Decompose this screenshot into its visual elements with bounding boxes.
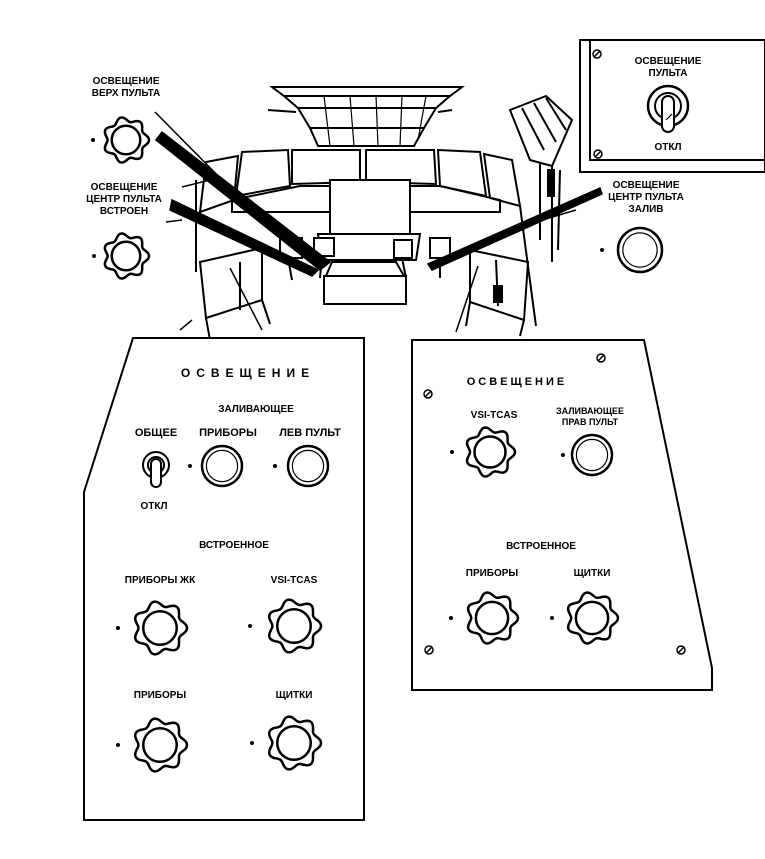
left-off-label: ОТКЛ (140, 501, 167, 512)
glareshield (231, 185, 501, 213)
center-pedestal (323, 275, 407, 305)
indicator-dot (273, 464, 277, 468)
right-vsi-tcas-label: VSI-TCAS (471, 410, 518, 421)
left-builtin-heading: ВСТРОЕННОЕ (199, 540, 269, 551)
left-console-label: ЛЕВ ПУЛЬТ (279, 427, 341, 439)
overhead-panel (269, 86, 465, 97)
left-flood-heading: ЗАЛИВАЮЩЕЕ (218, 404, 294, 415)
right-panels-label: ЩИТКИ (574, 568, 611, 579)
label-center-flood-line3: ЗАЛИВ (628, 204, 663, 215)
toggle-switch-general[interactable] (142, 451, 170, 488)
label-overhead-line2: ВЕРХ ПУЛЬТА (92, 88, 161, 99)
inset-label-line1: ОСВЕЩЕНИЕ (635, 56, 702, 67)
right-builtin-heading: ВСТРОЕННОЕ (506, 541, 576, 552)
left-lighting-panel: ОСВЕЩЕНИЕ ЗАЛИВАЮЩЕЕ ОБЩЕЕ ПРИБОРЫ ЛЕВ П… (83, 337, 365, 821)
indicator-dot (116, 626, 120, 630)
knob-left-instruments[interactable] (133, 717, 189, 773)
leader-lines (154, 111, 603, 333)
right-flood-label-line2: ПРАВ ПУЛЬТ (562, 417, 619, 427)
knob-right-vsi-tcas[interactable] (465, 426, 517, 478)
inset-label-line2: ПУЛЬТА (649, 68, 688, 79)
right-lighting-panel: ОСВЕЩЕНИЕ VSI-TCAS ЗАЛИВАЮЩЕЕ ПРАВ ПУЛЬТ… (411, 339, 713, 691)
label-center-builtin-line2: ЦЕНТР ПУЛЬТА (86, 194, 162, 205)
left-panel-title: ОСВЕЩЕНИЕ (181, 366, 315, 380)
indicator-dot (250, 741, 254, 745)
indicator-dot (561, 453, 565, 457)
knob-lcd-instruments[interactable] (133, 600, 189, 656)
left-lcd-instruments-label: ПРИБОРЫ ЖК (125, 575, 196, 586)
knob-overhead[interactable] (103, 116, 151, 164)
indicator-dot (449, 616, 453, 620)
left-panels-label: ЩИТКИ (276, 690, 313, 701)
label-center-builtin-line3: ВСТРОЕН (100, 206, 148, 217)
right-instruments-label: ПРИБОРЫ (466, 568, 519, 579)
knob-center-builtin[interactable] (103, 232, 151, 280)
label-overhead-lighting: ОСВЕЩЕНИЕ ВЕРХ ПУЛЬТА (92, 76, 161, 99)
screw-icon (423, 353, 686, 655)
label-center-flood-line1: ОСВЕЩЕНИЕ (613, 180, 680, 191)
knob-left-panels[interactable] (267, 715, 323, 771)
indicator-dot (92, 254, 96, 258)
cockpit-illustration (195, 86, 574, 341)
knob-left-instruments-flood[interactable] (200, 444, 244, 488)
toggle-switch-panel-lighting[interactable] (646, 84, 690, 133)
knob-left-vsi-tcas[interactable] (267, 598, 323, 654)
indicator-dot (450, 450, 454, 454)
indicator-dot (600, 248, 604, 252)
inset-off-label: ОТКЛ (654, 142, 681, 153)
left-side-console (198, 246, 263, 320)
knob-center-flood[interactable] (616, 226, 664, 274)
label-center-flood-line2: ЦЕНТР ПУЛЬТА (608, 192, 684, 203)
indicator-dot (116, 743, 120, 747)
left-instruments-label: ПРИБОРЫ (134, 690, 187, 701)
indicator-dot (248, 624, 252, 628)
indicator-dot (550, 616, 554, 620)
label-center-builtin-line1: ОСВЕЩЕНИЕ (91, 182, 158, 193)
knob-right-instruments[interactable] (466, 591, 520, 645)
knob-right-flood-console[interactable] (570, 433, 614, 477)
right-flood-label-line1: ЗАЛИВАЮЩЕЕ (556, 406, 624, 416)
label-center-flood: ОСВЕЩЕНИЕ ЦЕНТР ПУЛЬТА ЗАЛИВ (608, 180, 684, 215)
label-center-builtin: ОСВЕЩЕНИЕ ЦЕНТР ПУЛЬТА ВСТРОЕН (86, 182, 162, 217)
knob-right-panels[interactable] (566, 591, 620, 645)
left-instruments-flood-label: ПРИБОРЫ (199, 427, 257, 439)
left-vsi-tcas-label: VSI-TCAS (271, 575, 318, 586)
left-general-label: ОБЩЕЕ (135, 427, 177, 439)
right-panel-title: ОСВЕЩЕНИЕ (467, 376, 568, 388)
windshield (234, 148, 292, 198)
main-instrument-panel (329, 179, 411, 235)
knob-left-console[interactable] (286, 444, 330, 488)
indicator-dot (91, 138, 95, 142)
label-overhead-line1: ОСВЕЩЕНИЕ (93, 76, 160, 87)
indicator-dot (188, 464, 192, 468)
